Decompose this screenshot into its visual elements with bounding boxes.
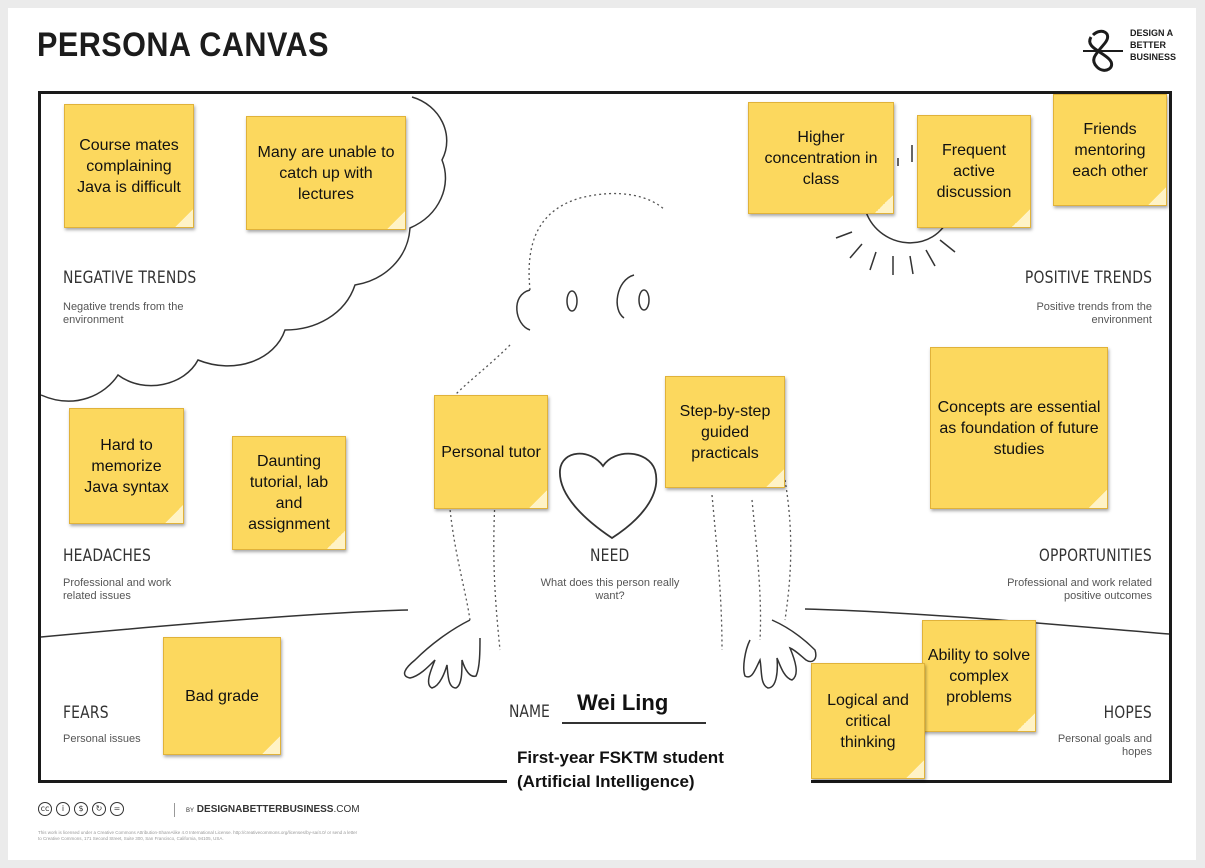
- persona-description[interactable]: First-year FSKTM student (Artificial Int…: [507, 740, 811, 804]
- hopes-desc: Personal goals and hopes: [1057, 733, 1152, 758]
- fears-heading: FEARS: [63, 703, 109, 723]
- footer-license-text: This work is licensed under a Creative C…: [38, 830, 358, 841]
- sticky-note-need-1[interactable]: Personal tutor: [434, 395, 548, 509]
- need-heading: NEED: [590, 546, 630, 566]
- opportunities-desc: Professional and work related positive o…: [1007, 577, 1152, 602]
- sticky-note-hope-2[interactable]: Logical and critical thinking: [811, 663, 925, 779]
- sticky-note-positive-trend-2[interactable]: Frequent active discussion: [917, 115, 1031, 228]
- cc-sa-icon: ↻: [92, 802, 106, 816]
- sticky-note-positive-trend-3[interactable]: Friends mentoring each other: [1053, 94, 1167, 206]
- sticky-note-negative-trend-2[interactable]: Many are unable to catch up with lecture…: [246, 116, 406, 230]
- positive-trends-heading: POSITIVE TRENDS: [1024, 268, 1152, 288]
- footer-brand[interactable]: BY DESIGNABETTERBUSINESS.COM: [186, 804, 360, 815]
- headaches-heading: HEADACHES: [63, 546, 151, 566]
- design-a-better-business-logo-icon: [1083, 29, 1123, 72]
- sticky-note-headache-1[interactable]: Hard to memorize Java syntax: [69, 408, 184, 524]
- sticky-note-negative-trend-1[interactable]: Course mates complaining Java is difficu…: [64, 104, 194, 228]
- right-hand: [743, 619, 817, 689]
- sticky-note-need-2[interactable]: Step-by-step guided practicals: [665, 376, 785, 488]
- persona-name[interactable]: Wei Ling: [577, 690, 669, 715]
- negative-trends-desc: Negative trends from the environment: [63, 301, 184, 326]
- positive-trends-desc: Positive trends from the environment: [1036, 301, 1152, 326]
- left-hand: [403, 619, 481, 689]
- name-underline: [562, 722, 706, 724]
- sticky-note-fear-1[interactable]: Bad grade: [163, 637, 281, 755]
- sticky-note-headache-2[interactable]: Daunting tutorial, lab and assignment: [232, 436, 346, 550]
- cc-icon: cc: [38, 802, 52, 816]
- heart-shape: [559, 452, 658, 540]
- cc-nd-icon: =: [110, 802, 124, 816]
- cc-nc-icon: $: [74, 802, 88, 816]
- negative-trends-heading: NEGATIVE TRENDS: [63, 268, 197, 288]
- logo-line-1: DESIGN A: [1130, 28, 1174, 38]
- cloud-shape: [40, 96, 448, 402]
- need-desc: What does this person really want?: [540, 577, 680, 602]
- logo-line-3: BUSINESS: [1130, 52, 1177, 62]
- headaches-desc: Professional and work related issues: [63, 577, 172, 602]
- footer-separator: [174, 803, 175, 817]
- sticky-note-hope-1[interactable]: Ability to solve complex problems: [922, 620, 1036, 732]
- fears-desc: Personal issues: [63, 733, 141, 745]
- hopes-heading: HOPES: [1103, 703, 1152, 723]
- footer-brand-suffix: .COM: [333, 804, 360, 815]
- logo-text: DESIGN A BETTER BUSINESS: [1130, 27, 1176, 63]
- name-label: NAME: [509, 702, 550, 722]
- footer-brand-name: DESIGNABETTERBUSINESS: [196, 804, 334, 815]
- fears-divider: [40, 609, 409, 638]
- hopes-divider: [804, 608, 1170, 635]
- page-title: PERSONA CANVAS: [37, 26, 329, 64]
- sticky-note-positive-trend-1[interactable]: Higher concentration in class: [748, 102, 894, 214]
- sticky-note-opportunity-1[interactable]: Concepts are essential as foundation of …: [930, 347, 1108, 509]
- opportunities-heading: OPPORTUNITIES: [1038, 546, 1152, 566]
- logo-line-2: BETTER: [1130, 40, 1166, 50]
- license-icons: cc i $ ↻ =: [38, 802, 124, 816]
- cc-by-icon: i: [56, 802, 70, 816]
- footer-brand-prefix: BY: [186, 808, 195, 814]
- head-outline: [528, 192, 666, 291]
